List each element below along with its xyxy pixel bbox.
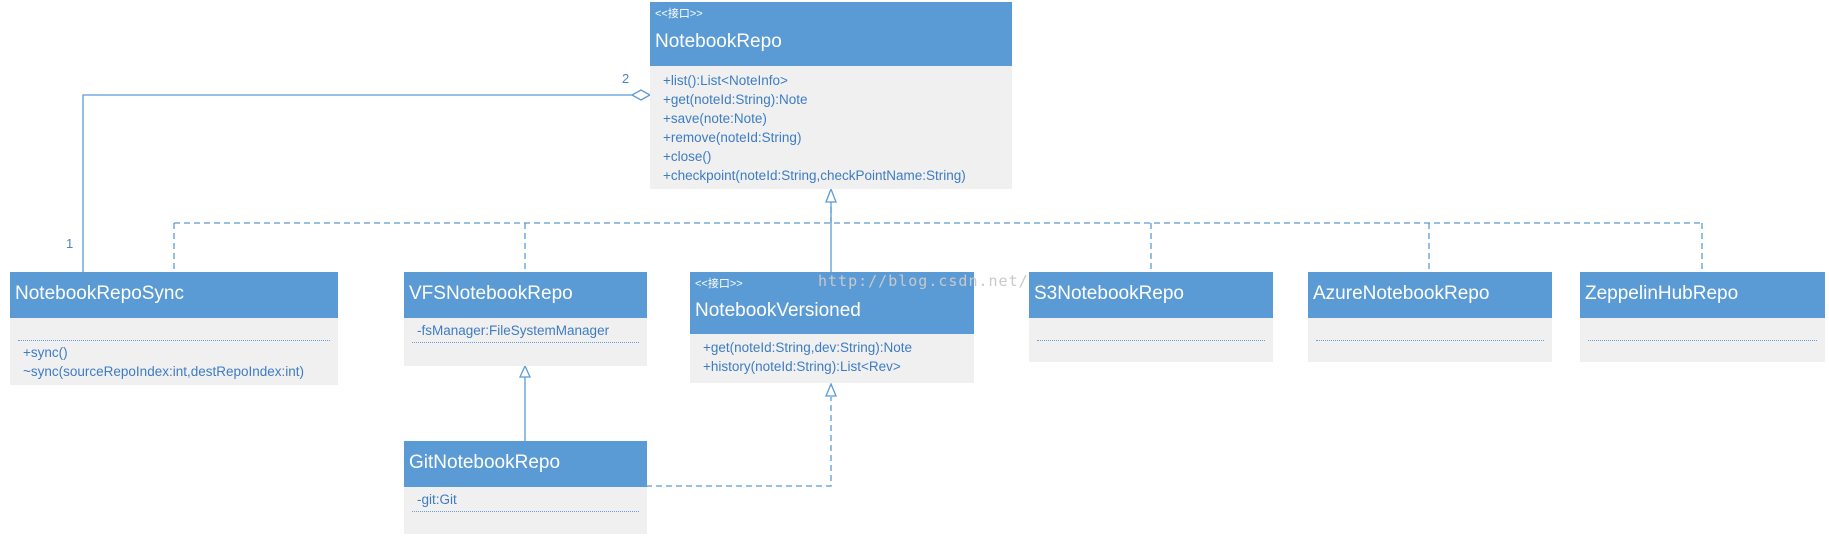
aggregation-line xyxy=(82,94,632,272)
class-vfs-notebook-repo[interactable]: VFSNotebookRepo -fsManager:FileSystemMan… xyxy=(404,272,647,366)
attribute-item: -git:Git xyxy=(417,492,457,507)
arrowhead-notebookrepo xyxy=(825,187,837,203)
method-item: +checkpoint(noteId:String,checkPointName… xyxy=(663,168,966,183)
multiplicity-target: 2 xyxy=(622,71,630,86)
compartment-divider xyxy=(1037,340,1265,341)
method-item: +list():List<NoteInfo> xyxy=(663,73,788,88)
class-header: S3NotebookRepo xyxy=(1029,272,1273,318)
method-item: +remove(noteId:String) xyxy=(663,130,802,145)
class-s3-notebook-repo[interactable]: S3NotebookRepo xyxy=(1029,272,1273,362)
compartment-divider xyxy=(412,511,639,512)
method-item: +get(noteId:String):Note xyxy=(663,92,808,107)
class-notebook-repo-sync[interactable]: NotebookRepoSync +sync() ~sync(sourceRep… xyxy=(10,272,338,385)
class-header: ZeppelinHubRepo xyxy=(1580,272,1825,318)
method-item: +close() xyxy=(663,149,712,164)
class-name: NotebookRepo xyxy=(655,31,782,52)
arrowhead-vfs xyxy=(518,364,532,378)
class-header: NotebookRepoSync xyxy=(10,272,338,318)
method-item: +history(noteId:String):List<Rev> xyxy=(703,359,901,374)
class-name: S3NotebookRepo xyxy=(1034,283,1184,304)
compartment-divider xyxy=(1316,340,1544,341)
class-header: AzureNotebookRepo xyxy=(1308,272,1552,318)
multiplicity-source: 1 xyxy=(66,236,74,251)
stereotype-label: <<接口>> xyxy=(655,8,703,20)
method-item: +get(noteId:String,dev:String):Note xyxy=(703,340,912,355)
method-item: +save(note:Note) xyxy=(663,111,767,126)
method-item: ~sync(sourceRepoIndex:int,destRepoIndex:… xyxy=(23,364,305,379)
class-azure-notebook-repo[interactable]: AzureNotebookRepo xyxy=(1308,272,1552,362)
class-header: GitNotebookRepo xyxy=(404,441,647,487)
class-name: NotebookVersioned xyxy=(695,300,861,321)
class-git-notebook-repo[interactable]: GitNotebookRepo -git:Git xyxy=(404,441,647,534)
compartment-divider xyxy=(18,340,330,341)
compartment-divider xyxy=(1588,340,1817,341)
aggregation-diamond xyxy=(630,89,652,101)
attribute-item: -fsManager:FileSystemManager xyxy=(417,323,610,338)
class-header: VFSNotebookRepo xyxy=(404,272,647,318)
compartment-divider xyxy=(412,342,639,343)
method-item: +sync() xyxy=(23,345,68,360)
realization-line-git xyxy=(646,397,832,487)
class-name: GitNotebookRepo xyxy=(409,452,561,473)
stereotype-label: <<接口>> xyxy=(695,278,743,290)
class-notebook-repo[interactable]: <<接口>> NotebookRepo +list():List<NoteInf… xyxy=(650,2,1012,189)
watermark: http://blog.csdn.net/ xyxy=(818,272,1029,290)
class-name: ZeppelinHubRepo xyxy=(1585,283,1739,304)
class-header: <<接口>> NotebookRepo xyxy=(650,2,1012,66)
class-name: AzureNotebookRepo xyxy=(1313,283,1490,304)
class-name: NotebookRepoSync xyxy=(15,283,184,304)
class-header: <<接口>> NotebookVersioned xyxy=(690,272,974,334)
class-zeppelin-hub-repo[interactable]: ZeppelinHubRepo xyxy=(1580,272,1825,362)
arrowhead-versioned xyxy=(825,382,837,397)
class-name: VFSNotebookRepo xyxy=(409,283,573,304)
class-notebook-versioned[interactable]: <<接口>> NotebookVersioned +get(noteId:Str… xyxy=(690,272,974,383)
